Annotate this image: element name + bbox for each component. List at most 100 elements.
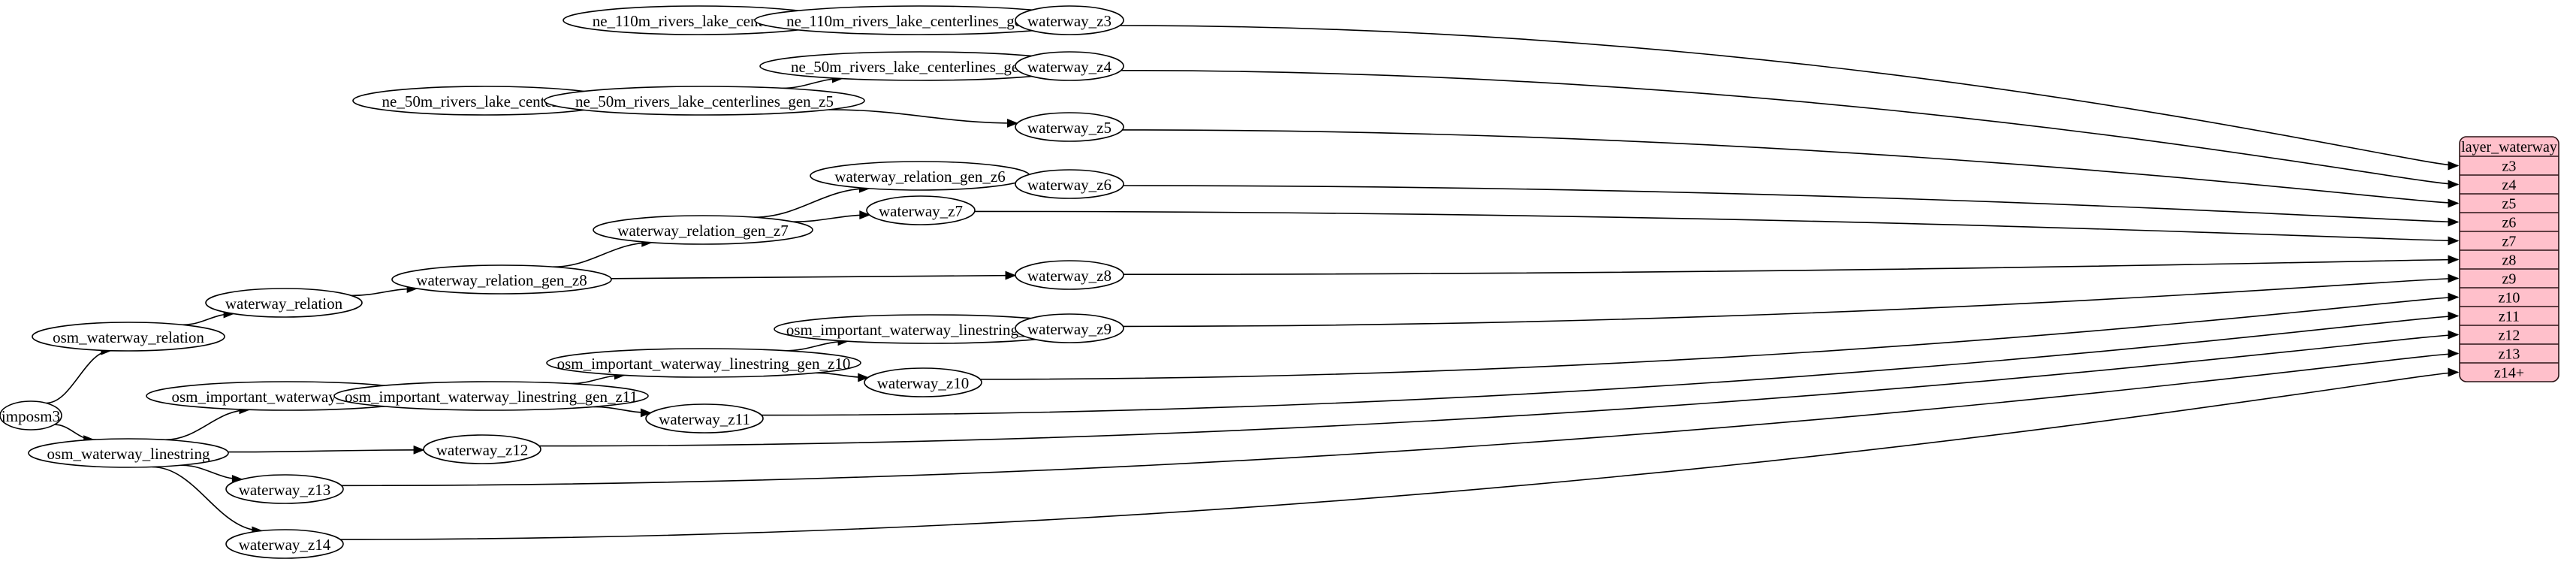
layer-table-row-z9[interactable] — [2460, 269, 2559, 288]
edge-waterway_z5-to-layer_waterway.z5 — [1122, 129, 2459, 204]
node-osm_waterway_linestring[interactable]: osm_waterway_linestring — [28, 438, 229, 468]
node-ellipse — [225, 529, 344, 559]
node-ellipse — [593, 215, 813, 245]
layer-table-row-z8[interactable] — [2460, 250, 2559, 269]
edge-osm_waterway_linestring-to-waterway_z12 — [228, 449, 424, 453]
edge-arrowhead — [2448, 161, 2460, 171]
edge-waterway_z11-to-layer_waterway.z11 — [761, 315, 2459, 416]
node-ellipse — [1015, 169, 1124, 199]
edge-osm_waterway_linestring-to-waterway_z14 — [152, 466, 262, 532]
layer-table-row-z6[interactable] — [2460, 213, 2559, 231]
edge-arrowhead — [2448, 198, 2460, 208]
edge-arrowhead — [1005, 270, 1017, 280]
node-ellipse — [423, 434, 541, 464]
node-ellipse — [544, 86, 865, 116]
edge-waterway_z12-to-layer_waterway.z12 — [538, 334, 2459, 447]
node-ellipse — [546, 348, 861, 378]
edge-arrowhead — [1007, 119, 1018, 128]
node-waterway_relation_gen_z6[interactable]: waterway_relation_gen_z6 — [810, 161, 1030, 191]
layer-table-row-z11[interactable] — [2460, 307, 2559, 325]
edge-arrowhead — [2448, 349, 2460, 358]
edge-arrowhead — [2448, 311, 2460, 321]
node-waterway_relation_gen_z8[interactable]: waterway_relation_gen_z8 — [391, 264, 612, 295]
edge-waterway_z8-to-layer_waterway.z8 — [1123, 258, 2459, 275]
node-ellipse — [1015, 112, 1124, 142]
node-waterway_z12[interactable]: waterway_z12 — [423, 434, 541, 464]
node-waterway_z8[interactable]: waterway_z8 — [1015, 260, 1124, 290]
node-waterway_z6[interactable]: waterway_z6 — [1015, 169, 1124, 199]
edge-arrowhead — [2448, 367, 2460, 377]
edge-waterway_z10-to-layer_waterway.z10 — [980, 296, 2459, 380]
node-ellipse — [32, 322, 225, 352]
node-waterway_z11[interactable]: waterway_z11 — [645, 403, 764, 434]
node-ellipse — [205, 288, 363, 318]
layer-table-row-z14+[interactable] — [2460, 363, 2559, 382]
edge-waterway_z9-to-layer_waterway.z9 — [1123, 277, 2459, 328]
node-waterway_z9[interactable]: waterway_z9 — [1015, 313, 1124, 343]
layer-table-row-z13[interactable] — [2460, 344, 2559, 363]
layer-table-row-z4[interactable] — [2460, 175, 2559, 194]
node-ellipse — [28, 438, 229, 468]
edge-waterway_z14-to-layer_waterway.z14+ — [340, 371, 2459, 540]
edge-arrowhead — [859, 210, 871, 220]
layer-waterway-table: layer_waterwayz3z4z5z6z7z8z9z10z11z12z13… — [2459, 136, 2559, 382]
node-ellipse — [645, 403, 764, 434]
edge-ne_50m_rivers_lake_centerlines_gen_z5-to-waterway_z5 — [828, 109, 1018, 124]
edge-arrowhead — [2448, 330, 2460, 340]
layer-table-row-z10[interactable] — [2460, 288, 2559, 307]
node-imposm3[interactable]: imposm3 — [0, 400, 62, 431]
node-osm_important_waterway_linestring_gen_z11[interactable]: osm_important_waterway_linestring_gen_z1… — [333, 381, 649, 411]
node-ellipse — [333, 381, 649, 411]
layer-table-row-z7[interactable] — [2460, 231, 2559, 250]
node-ellipse — [0, 400, 62, 431]
node-osm_important_waterway_linestring_gen_z10[interactable]: osm_important_waterway_linestring_gen_z1… — [546, 348, 861, 378]
edge-arrowhead — [2448, 236, 2460, 246]
node-waterway_z4[interactable]: waterway_z4 — [1015, 51, 1124, 81]
edge-arrowhead — [2448, 180, 2460, 189]
node-ellipse — [1015, 5, 1124, 35]
node-ellipse — [810, 161, 1030, 191]
edge-waterway_z6-to-layer_waterway.z6 — [1123, 185, 2459, 223]
edge-waterway_relation_gen_z7-to-waterway_relation_gen_z6 — [753, 188, 870, 218]
node-ne_50m_rivers_lake_centerlines_gen_z5[interactable]: ne_50m_rivers_lake_centerlines_gen_z5 — [544, 86, 865, 116]
node-waterway_z14[interactable]: waterway_z14 — [225, 529, 344, 559]
node-osm_waterway_relation[interactable]: osm_waterway_relation — [32, 322, 225, 352]
edge-osm_waterway_linestring-to-osm_important_waterway_linestring — [165, 409, 250, 441]
edge-arrowhead — [2448, 292, 2460, 302]
edge-waterway_z13-to-layer_waterway.z13 — [341, 352, 2459, 487]
edge-arrowhead — [2448, 273, 2460, 283]
node-waterway_z10[interactable]: waterway_z10 — [864, 367, 982, 397]
edge-imposm3-to-osm_waterway_relation — [46, 349, 111, 404]
node-ellipse — [1015, 51, 1124, 81]
edge-waterway_relation_gen_z8-to-waterway_z8 — [611, 274, 1016, 279]
edge-waterway_z4-to-layer_waterway.z4 — [1121, 70, 2459, 186]
edge-waterway_relation_gen_z7-to-waterway_z7 — [793, 214, 870, 222]
node-waterway_relation_gen_z7[interactable]: waterway_relation_gen_z7 — [593, 215, 813, 245]
node-ellipse — [225, 474, 344, 504]
edge-waterway_relation_gen_z8-to-waterway_relation_gen_z7 — [553, 242, 652, 267]
nodes-layer: imposm3 osm_waterway_relation osm_waterway… — [0, 5, 1124, 559]
node-waterway_relation[interactable]: waterway_relation — [205, 288, 363, 318]
edge-arrowhead — [858, 373, 870, 382]
node-ellipse — [1015, 260, 1124, 290]
node-waterway_z3[interactable]: waterway_z3 — [1015, 5, 1124, 35]
node-waterway_z13[interactable]: waterway_z13 — [225, 474, 344, 504]
layer-table-row-z3[interactable] — [2460, 156, 2559, 175]
edge-arrowhead — [2448, 217, 2460, 227]
edge-arrowhead — [413, 445, 425, 455]
node-waterway_z5[interactable]: waterway_z5 — [1015, 112, 1124, 142]
edge-waterway_z7-to-layer_waterway.z7 — [974, 210, 2459, 242]
edge-waterway_z3-to-layer_waterway.z3 — [1119, 25, 2459, 167]
edges-layer — [46, 16, 2460, 540]
layer-table-shell — [2459, 136, 2559, 382]
layer-table-row-z12[interactable] — [2460, 325, 2559, 344]
edge-arrowhead — [640, 408, 652, 418]
node-ellipse — [864, 367, 982, 397]
node-waterway_z7[interactable]: waterway_z7 — [866, 195, 976, 225]
node-ellipse — [1015, 313, 1124, 343]
node-ellipse — [391, 264, 612, 295]
node-ellipse — [866, 195, 976, 225]
layer-table-row-z5[interactable] — [2460, 194, 2559, 213]
